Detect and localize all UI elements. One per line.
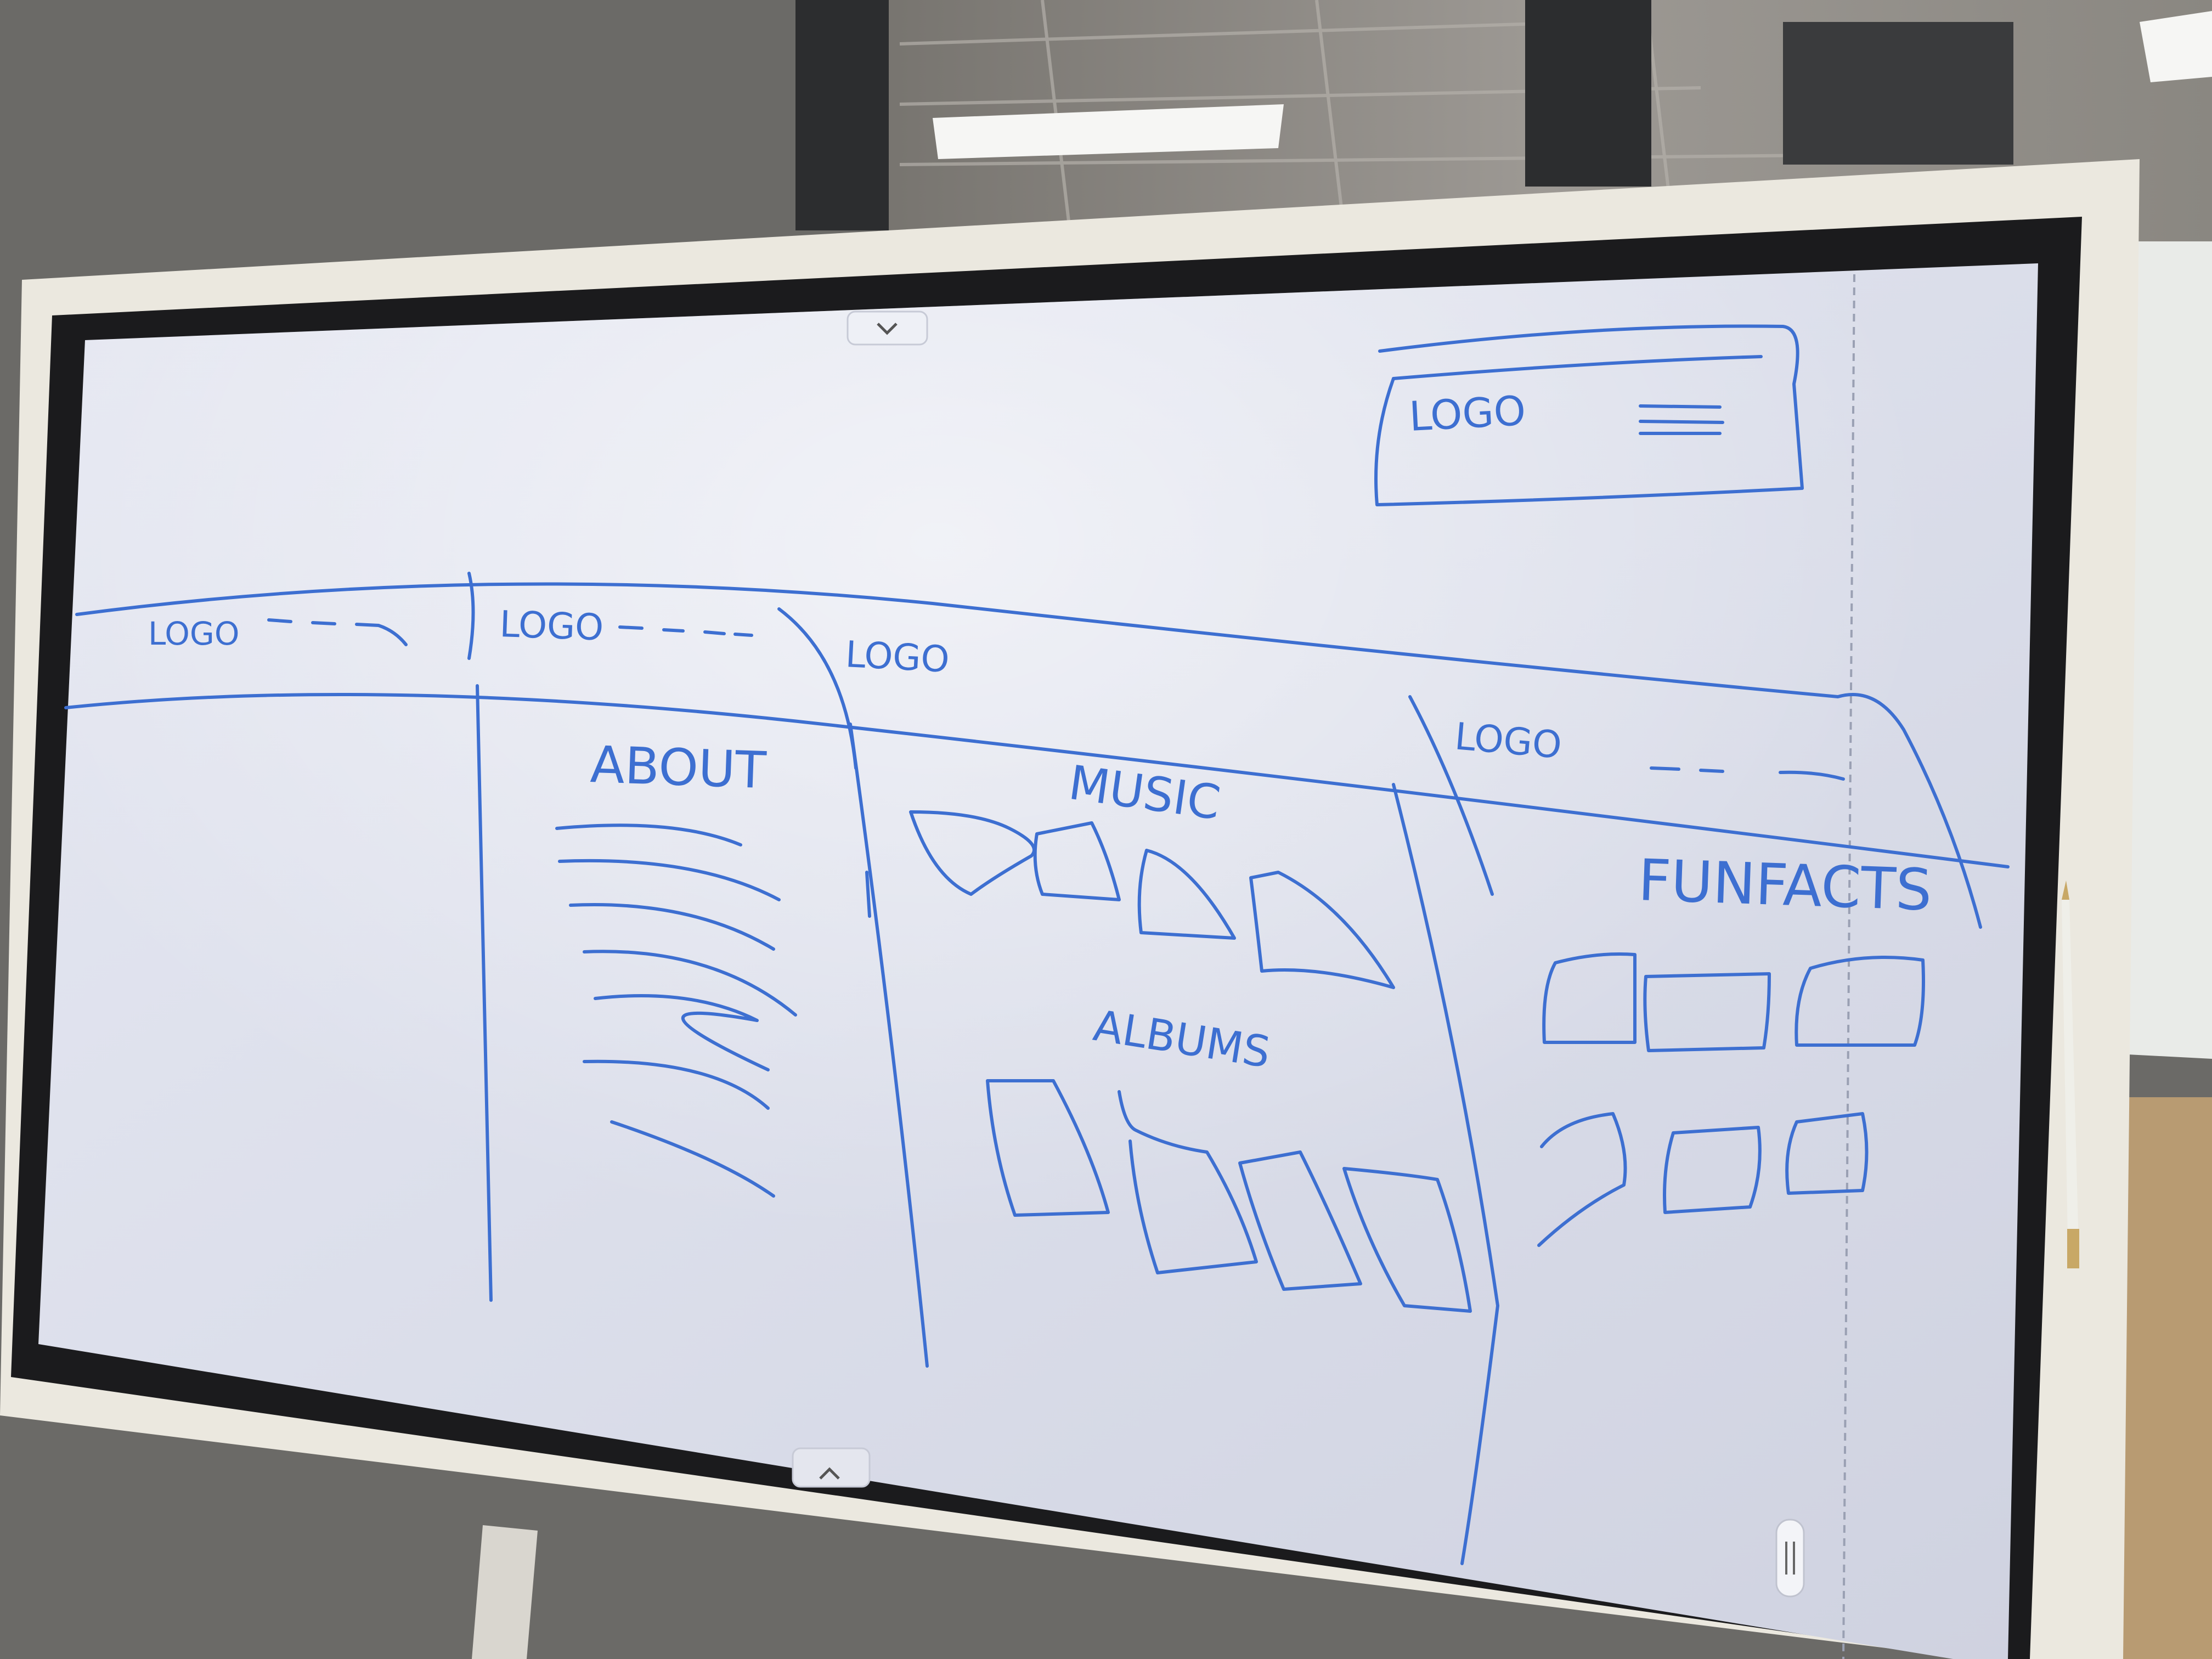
wireframe-4-logo: LOGO [1453, 715, 1564, 768]
window-frame-left [795, 0, 889, 230]
wireframe-2-logo: LOGO [499, 603, 604, 649]
fun-facts-heading: FUNFACTS [1637, 847, 1933, 924]
window-frame-right2 [1783, 22, 2013, 165]
drag-handle-icon[interactable] [1775, 1519, 1805, 1598]
stylus-pen [2062, 881, 2079, 1268]
wireframe-1-logo: LOGO [148, 615, 240, 652]
ceiling-light-right [2140, 11, 2212, 82]
about-heading: ABOUT [589, 735, 768, 800]
wireframe-3-logo: LOGO [844, 633, 950, 681]
screen-glare [38, 263, 2038, 1659]
wireframe-5-logo: LOGO [1408, 387, 1527, 441]
page-guide-line [1842, 274, 1855, 1659]
chevron-up-icon[interactable] [792, 1447, 871, 1488]
window-frame-right [1525, 0, 1651, 187]
ceiling-light [933, 104, 1284, 159]
monitor-stand [472, 1525, 538, 1659]
chevron-down-icon[interactable] [847, 311, 928, 346]
sketch-strokes [64, 324, 2010, 1565]
